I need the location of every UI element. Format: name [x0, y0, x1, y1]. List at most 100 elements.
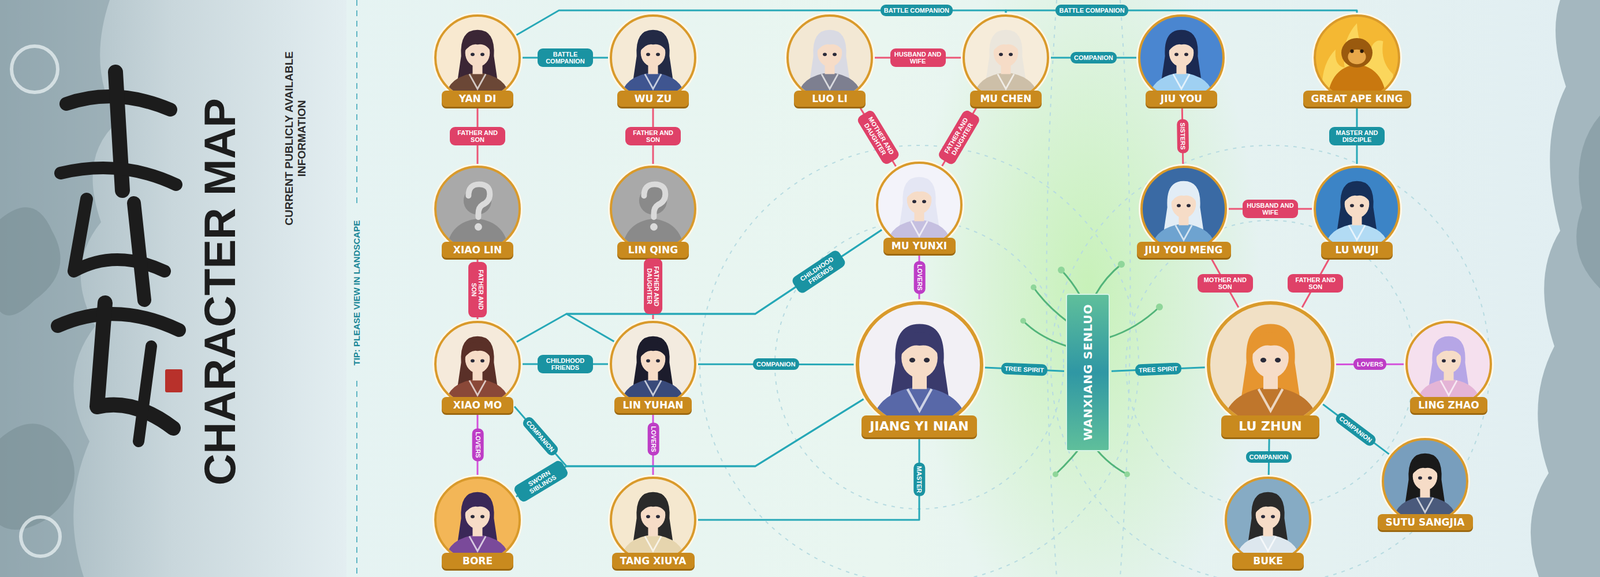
eye — [1418, 476, 1423, 480]
divider-line — [356, 0, 358, 205]
portrait-figure — [1142, 168, 1225, 251]
character-name: YAN DI — [459, 92, 496, 105]
eye — [655, 515, 660, 519]
portrait-figure — [612, 16, 695, 99]
character-node: TANG XIUYA — [609, 476, 697, 570]
bangs — [1254, 498, 1282, 516]
portrait-circle — [434, 14, 521, 102]
name-banner: XIAO LIN — [441, 241, 514, 259]
relation-tag: FATHER AND SON — [449, 127, 506, 146]
character-node: XIAO LIN — [434, 165, 521, 259]
eye — [1349, 203, 1355, 208]
character-name: LU WUJI — [1334, 244, 1379, 256]
portrait-circle — [434, 321, 521, 408]
collar — [1175, 225, 1192, 241]
bangs — [639, 35, 667, 54]
leaf — [1052, 471, 1059, 478]
bangs — [1411, 459, 1439, 477]
portrait-circle — [875, 161, 963, 249]
character-node: BUKE — [1224, 476, 1312, 570]
mountain — [1530, 0, 1600, 577]
character-node: MU CHEN — [962, 14, 1050, 107]
bangs — [991, 35, 1020, 54]
mountain — [0, 0, 119, 577]
collar — [644, 380, 662, 396]
portrait-figure — [878, 163, 961, 246]
calligraphy-stroke — [57, 314, 179, 331]
portrait-circle — [1405, 321, 1493, 408]
portrait-figure — [436, 168, 519, 251]
relation-label: COMPANION — [1337, 415, 1374, 445]
relation-tag: FATHER AND SON — [1287, 274, 1344, 293]
character-node: LIN QING — [609, 165, 697, 259]
question-mark — [643, 184, 666, 218]
eye — [655, 52, 660, 57]
relation-line — [516, 399, 864, 498]
eye — [1451, 359, 1456, 363]
mountain — [1576, 115, 1600, 289]
cloud-swirl — [11, 46, 58, 93]
bangs — [1249, 332, 1291, 358]
eye — [923, 357, 930, 363]
collar — [469, 380, 486, 396]
name-banner: JIANG YI NIAN — [861, 415, 977, 438]
mountain — [0, 207, 61, 316]
portrait-circle — [1140, 165, 1227, 253]
eye — [646, 359, 651, 363]
bangs — [639, 342, 667, 360]
seal — [165, 369, 183, 393]
portrait-figure — [788, 16, 871, 99]
character-name: GREAT APE KING — [1311, 92, 1404, 105]
name-banner: GREAT APE KING — [1303, 90, 1412, 107]
portrait-figure — [436, 323, 519, 406]
character-node: LU WUJI — [1313, 165, 1401, 259]
map-title: CHARACTER MAP — [194, 98, 245, 486]
relation-tag: COMPANION — [1070, 51, 1117, 64]
character-node: JIU YOU MENG — [1136, 165, 1232, 259]
collar — [469, 536, 486, 552]
calligraphy-stroke — [73, 199, 165, 272]
eye — [1359, 203, 1364, 208]
eye — [1427, 476, 1432, 480]
character-name: XIAO MO — [453, 399, 502, 412]
character-node: BORE — [434, 476, 521, 570]
relation-label: BATTLE COMPANION — [884, 6, 950, 14]
character-name: XIAO LIN — [453, 244, 502, 256]
relation-tag: SWORN SIBLINGS — [512, 459, 570, 505]
relation-label: FATHER AND DAUGHTER — [942, 116, 975, 157]
relation-tag: BATTLE COMPANION — [537, 48, 593, 67]
relation-label: MASTER AND DISCIPLE — [1336, 129, 1379, 144]
relation-label: FATHER AND SON — [470, 269, 485, 311]
character-name: MU CHEN — [979, 92, 1032, 105]
relation-tag: COMPANION — [752, 358, 800, 371]
relation-tag: FATHER AND SON — [468, 262, 487, 318]
portrait-figure — [964, 16, 1047, 99]
collar — [821, 73, 838, 89]
relation-label: FATHER AND DAUGHTER — [646, 266, 660, 308]
portrait-figure — [612, 323, 695, 406]
name-banner: LIN YUHAN — [614, 397, 692, 414]
name-banner: LU ZHUN — [1221, 415, 1320, 438]
tree-branch — [1023, 321, 1068, 347]
relation-label: TREE SPIRIT — [1138, 365, 1178, 375]
character-node: LU ZHUN — [1206, 301, 1335, 438]
eye — [646, 515, 651, 519]
calligraphy-stroke — [60, 168, 177, 185]
leaf — [1124, 471, 1130, 478]
relation-label: BATTLE COMPANION — [1058, 6, 1125, 14]
eye — [1008, 52, 1013, 57]
bangs — [898, 332, 940, 358]
separator-arc — [1046, 0, 1058, 577]
relation-tag: BATTLE COMPANION — [1055, 4, 1128, 17]
eye — [912, 199, 917, 204]
collar — [1440, 380, 1457, 396]
relation-line — [566, 229, 882, 342]
relation-tag: CHILDHOOD FRIENDS — [790, 248, 848, 296]
eye — [1270, 515, 1275, 519]
mountain — [0, 423, 75, 531]
character-node: LIN YUHAN — [609, 321, 697, 414]
collar — [1258, 389, 1283, 412]
relation-label: HUSBAND AND WIFE — [894, 50, 942, 65]
relation-label: BATTLE COMPANION — [545, 50, 585, 65]
portrait-figure — [1140, 16, 1223, 99]
